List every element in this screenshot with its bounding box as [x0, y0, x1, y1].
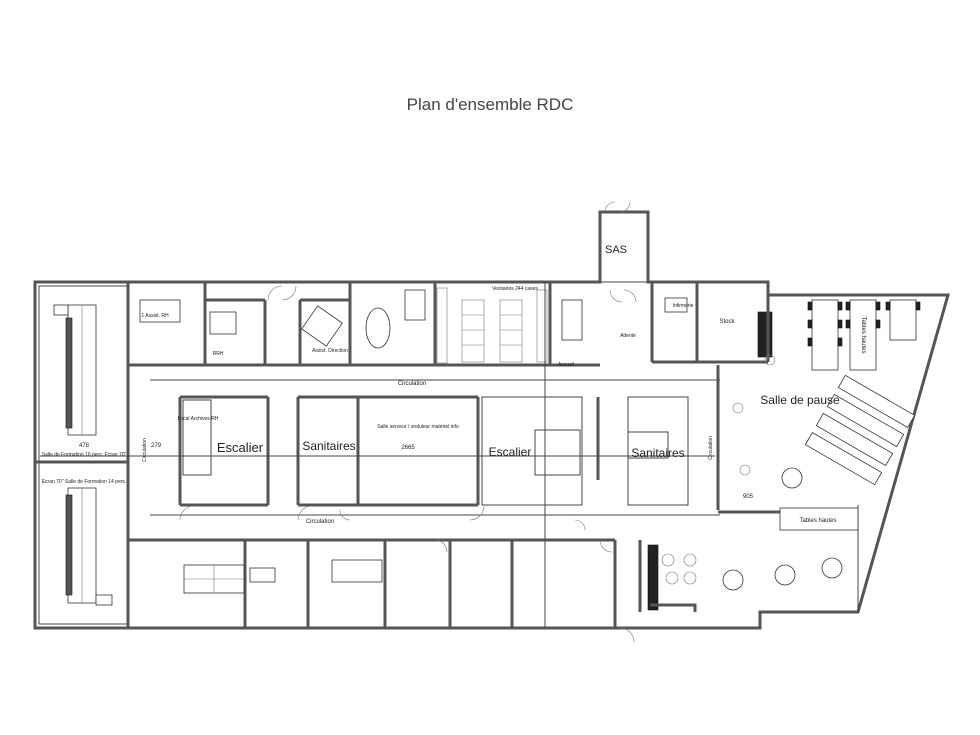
label-escalier-right: Escalier [489, 445, 532, 459]
label-salle-formation-16: Salle de Formation 16 pers. Ecran 70" [42, 452, 127, 458]
label-escalier-left: Escalier [217, 440, 264, 455]
plan-title: Plan d'ensemble RDC [406, 95, 574, 114]
label-sas: SAS [605, 244, 627, 256]
label-tables-hautes-top: Tables hautes [860, 316, 866, 353]
bottom-offices [128, 538, 659, 628]
label-attente: Attente [620, 333, 636, 339]
dimension-279: 279 [151, 443, 162, 449]
label-infirmerie: Infirmerie [673, 303, 694, 309]
label-circulation-right: Circulation [708, 436, 714, 460]
top-offices [128, 282, 600, 367]
label-circulation-left: Circulation [142, 438, 148, 462]
label-vestiaires: Vestiaires 244 cases [492, 286, 538, 292]
central-core [40, 282, 720, 628]
label-sanitaires-right: Sanitaires [631, 446, 684, 460]
break-room-furniture [650, 295, 921, 612]
label-circulation-bottom: Circulation [306, 519, 334, 525]
training-rooms [35, 282, 130, 628]
label-salle-formation-14: Ecran 70" Salle de Formation 14 pers. [42, 479, 127, 485]
label-tables-hautes-bottom: Tables hautes [799, 518, 836, 524]
dimension-2665: 2665 [401, 445, 415, 451]
label-salle-de-pause: Salle de pause [760, 393, 840, 407]
label-accueil: Accueil [558, 362, 574, 368]
label-assist-direction: Assist. Direction [312, 348, 348, 354]
label-circulation-top: Circulation [398, 381, 426, 387]
label-stock: Stock [719, 319, 735, 325]
label-local-archives: Local Archives RH [178, 416, 219, 422]
dimension-478: 478 [79, 443, 90, 449]
label-sanitaires-left: Sanitaires [302, 439, 355, 453]
label-rrh: RRH [213, 351, 224, 357]
label-salle-serveur: Salle serveur / onduleur matériel info [377, 424, 459, 430]
dimension-905: 905 [743, 494, 754, 500]
label-assist-rh: 1 Assist. RH [141, 313, 169, 319]
door-swings [179, 201, 637, 643]
